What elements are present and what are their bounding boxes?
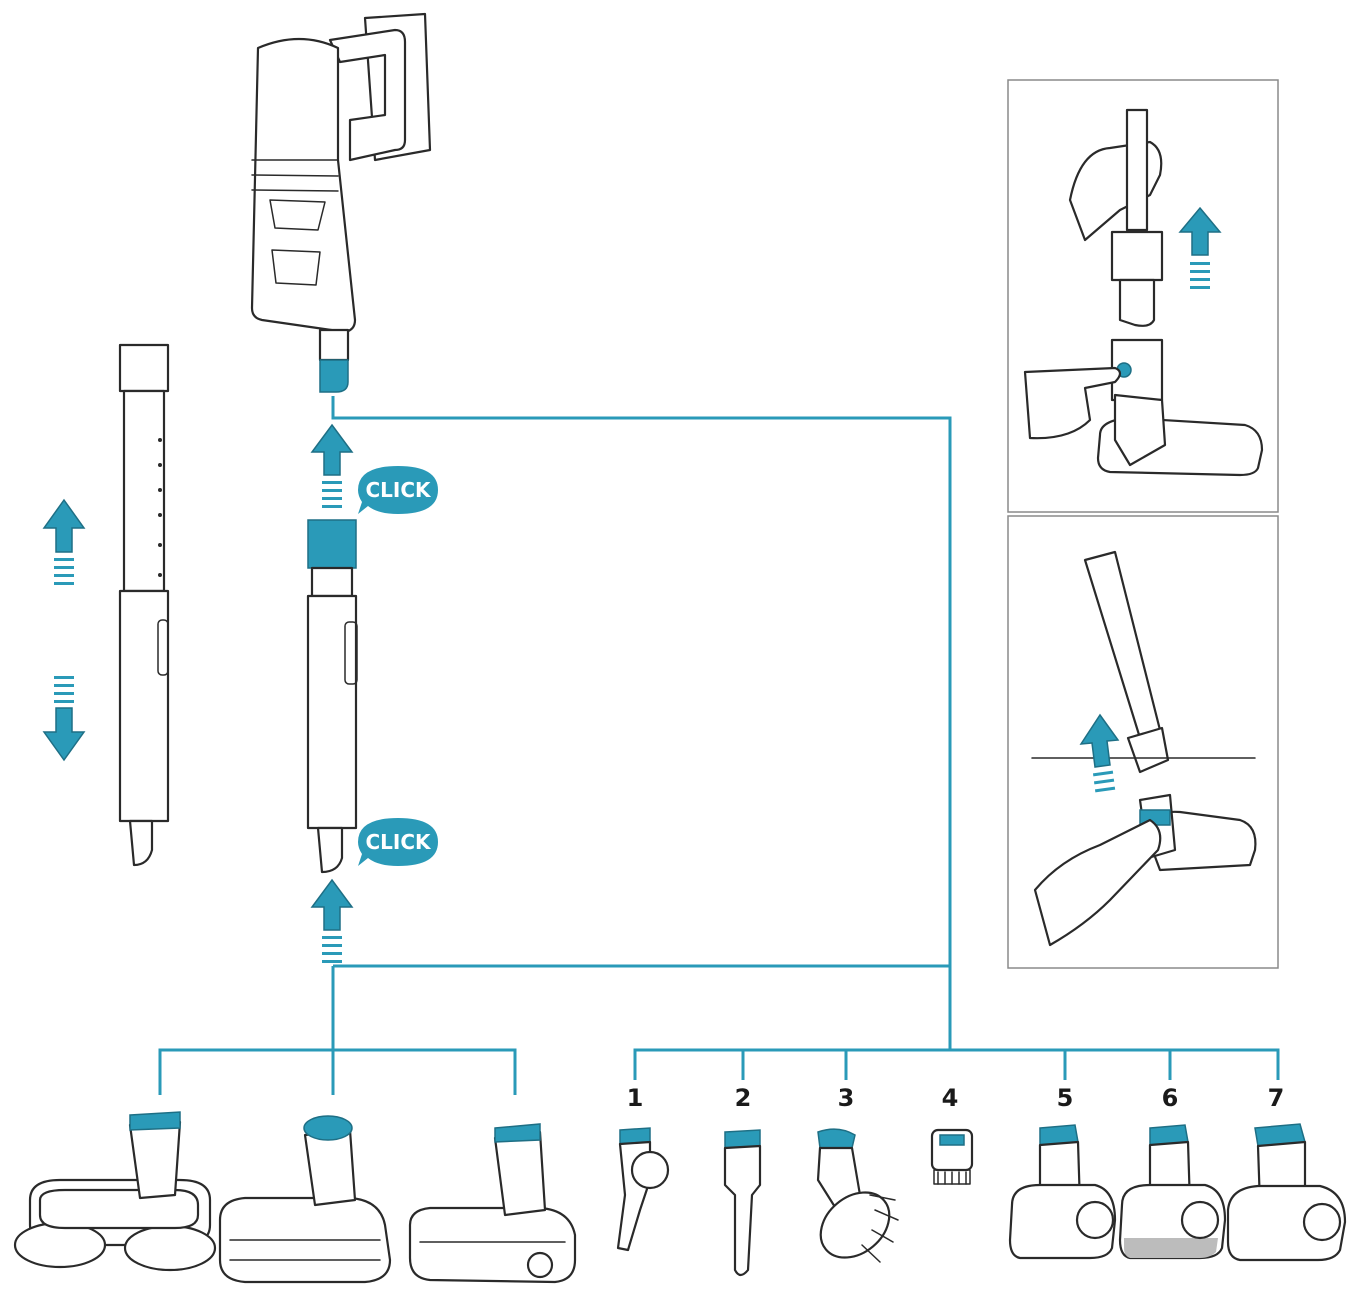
- attachment-number-7: 7: [1268, 1084, 1285, 1112]
- attachment-4-mini-brush: [930, 1128, 974, 1185]
- connecting-tube: [306, 519, 358, 874]
- release-instruction-panel: [1007, 79, 1279, 513]
- attachment-numbers: 1 2 3 4 5 6 7: [627, 1084, 1285, 1112]
- click-label-top: CLICK: [365, 478, 432, 502]
- attachment-7-pet-brush: [1226, 1123, 1347, 1262]
- connector-lines: [158, 396, 1280, 1095]
- attachment-2-crevice-tool: [723, 1129, 762, 1277]
- telescopic-tube: [118, 343, 170, 867]
- vacuum-body: [250, 37, 357, 334]
- attachment-number-5: 5: [1057, 1084, 1074, 1112]
- arrow-up-icon: [42, 498, 86, 585]
- handheld-vacuum-unit: [250, 12, 432, 393]
- hand-icon: [1033, 818, 1162, 947]
- click-bubble-icon: CLICK: [358, 818, 438, 866]
- attachment-1-combination-tool: [616, 1127, 670, 1252]
- attachment-number-1: 1: [627, 1084, 644, 1112]
- arrow-up-icon: [310, 878, 354, 963]
- attachment-number-3: 3: [838, 1084, 855, 1112]
- attachment-3-dusting-brush: [816, 1128, 899, 1263]
- tube-top-connector: [307, 519, 357, 569]
- click-label-bottom: CLICK: [365, 830, 432, 854]
- mop-head: [13, 1111, 217, 1272]
- arrow-down-icon: [42, 676, 86, 762]
- attachment-number-2: 2: [735, 1084, 752, 1112]
- hard-floor-head: [408, 1123, 577, 1284]
- attachment-5-mini-motorized-brush: [1008, 1124, 1117, 1260]
- vacuum-outlet: [318, 328, 350, 362]
- attachment-6-mattress-brush: [1118, 1124, 1227, 1260]
- click-bubble-icon: CLICK: [358, 466, 438, 514]
- attachment-number-6: 6: [1162, 1084, 1179, 1112]
- arrow-up-icon: [310, 423, 354, 508]
- turbo-brush-head: [218, 1115, 392, 1284]
- attach-instruction-panel: [1007, 515, 1279, 969]
- vacuum-handle: [328, 28, 407, 162]
- vacuum-outlet-connector: [319, 359, 349, 393]
- hand-icon: [1023, 366, 1122, 440]
- attachment-number-4: 4: [942, 1084, 959, 1112]
